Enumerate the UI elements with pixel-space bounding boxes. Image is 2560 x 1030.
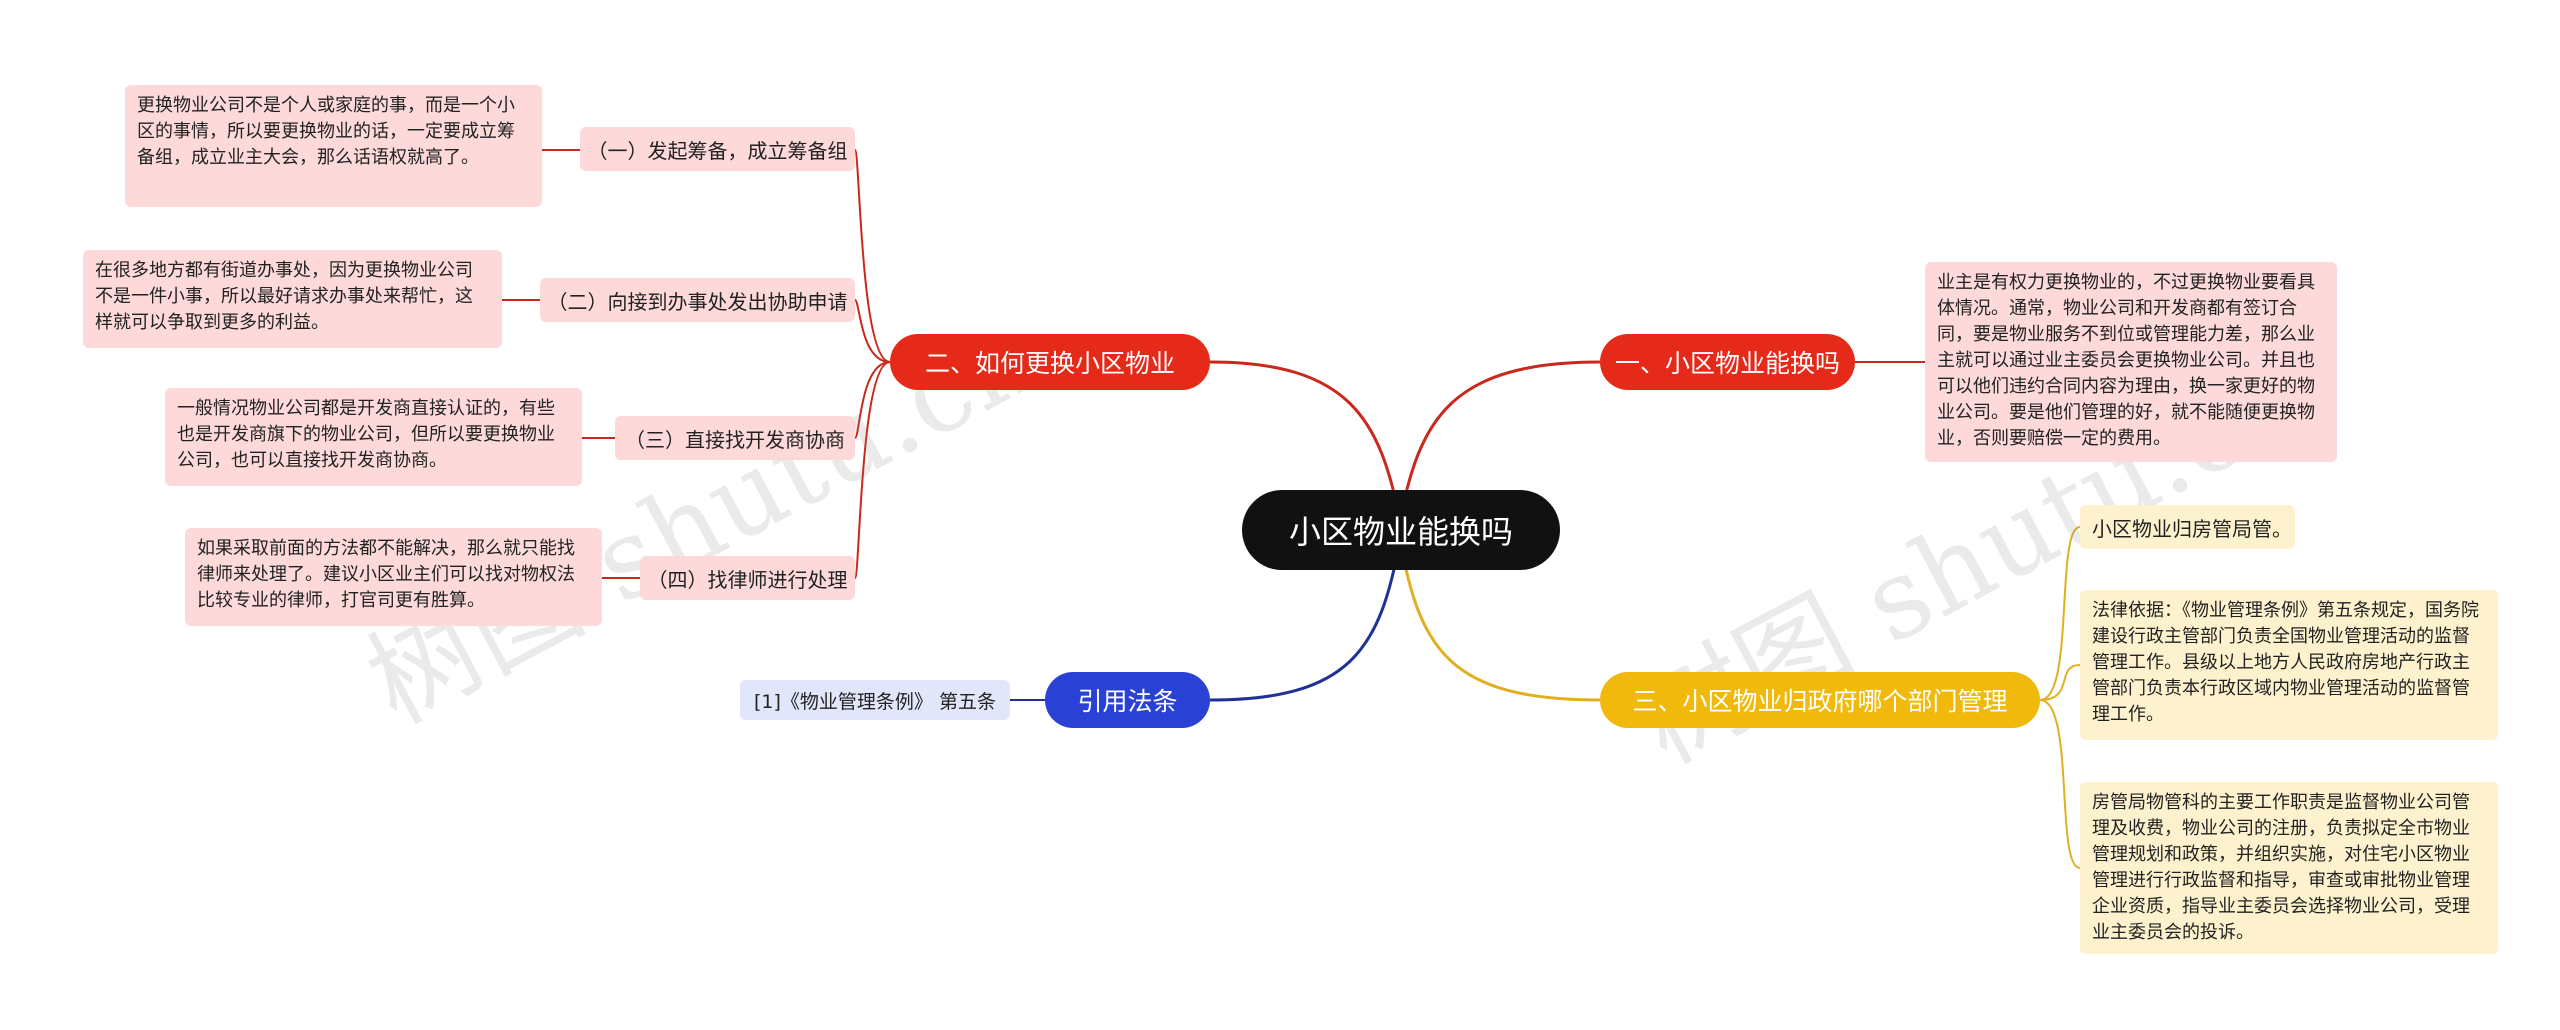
link-branch2-item1 — [854, 149, 891, 363]
link-branch3-item2 — [2039, 664, 2081, 701]
link-root-branch3 — [1398, 539, 1601, 702]
branch1-note: 业主是有权力更换物业的，不过更换物业要看具体情况。通常，物业公司和开发商都有签订… — [1925, 262, 2337, 462]
branch2-item-2[interactable]: （二）向接到办事处发出协助申请 — [540, 278, 855, 322]
branch2-item-1[interactable]: （一）发起筹备，成立筹备组 — [580, 127, 855, 171]
branch-node-3[interactable]: 三、小区物业归政府哪个部门管理 — [1600, 672, 2040, 728]
branch-node-1[interactable]: 一、小区物业能换吗 — [1600, 334, 1855, 390]
branch2-item-4[interactable]: （四）找律师进行处理 — [640, 556, 855, 600]
link-root-branch1 — [1398, 360, 1601, 521]
branch-node-4[interactable]: 引用法条 — [1045, 672, 1210, 728]
branch4-item-1[interactable]: [1]《物业管理条例》 第五条 — [740, 680, 1010, 720]
branch-node-2[interactable]: 二、如何更换小区物业 — [890, 334, 1210, 390]
branch2-item-3[interactable]: （三）直接找开发商协商 — [615, 416, 855, 460]
link-branch3-item3 — [2039, 699, 2081, 869]
branch3-item-2: 法律依据：《物业管理条例》第五条规定，国务院建设行政主管部门负责全国物业管理活动… — [2080, 590, 2498, 740]
branch3-item-3: 房管局物管科的主要工作职责是监督物业公司管理及收费，物业公司的注册，负责拟定全市… — [2080, 782, 2498, 954]
link-branch2-item2 — [854, 299, 891, 363]
branch2-item-4-note: 如果采取前面的方法都不能解决，那么就只能找律师来处理了。建议小区业主们可以找对物… — [185, 528, 602, 626]
link-branch2-item3 — [854, 361, 891, 439]
link-root-branch4 — [1209, 539, 1402, 702]
link-root-branch2 — [1209, 360, 1402, 521]
link-branch3-item1 — [2039, 526, 2081, 701]
branch2-item-2-note: 在很多地方都有街道办事处，因为更换物业公司不是一件小事，所以最好请求办事处来帮忙… — [83, 250, 502, 348]
branch3-item-1: 小区物业归房管局管。 — [2080, 505, 2295, 549]
branch2-item-1-note: 更换物业公司不是个人或家庭的事，而是一个小区的事情，所以要更换物业的话，一定要成… — [125, 85, 542, 207]
branch2-item-3-note: 一般情况物业公司都是开发商直接认证的，有些也是开发商旗下的物业公司，但所以要更换… — [165, 388, 582, 486]
link-branch2-item4 — [854, 361, 891, 579]
root-node[interactable]: 小区物业能换吗 — [1242, 490, 1560, 570]
